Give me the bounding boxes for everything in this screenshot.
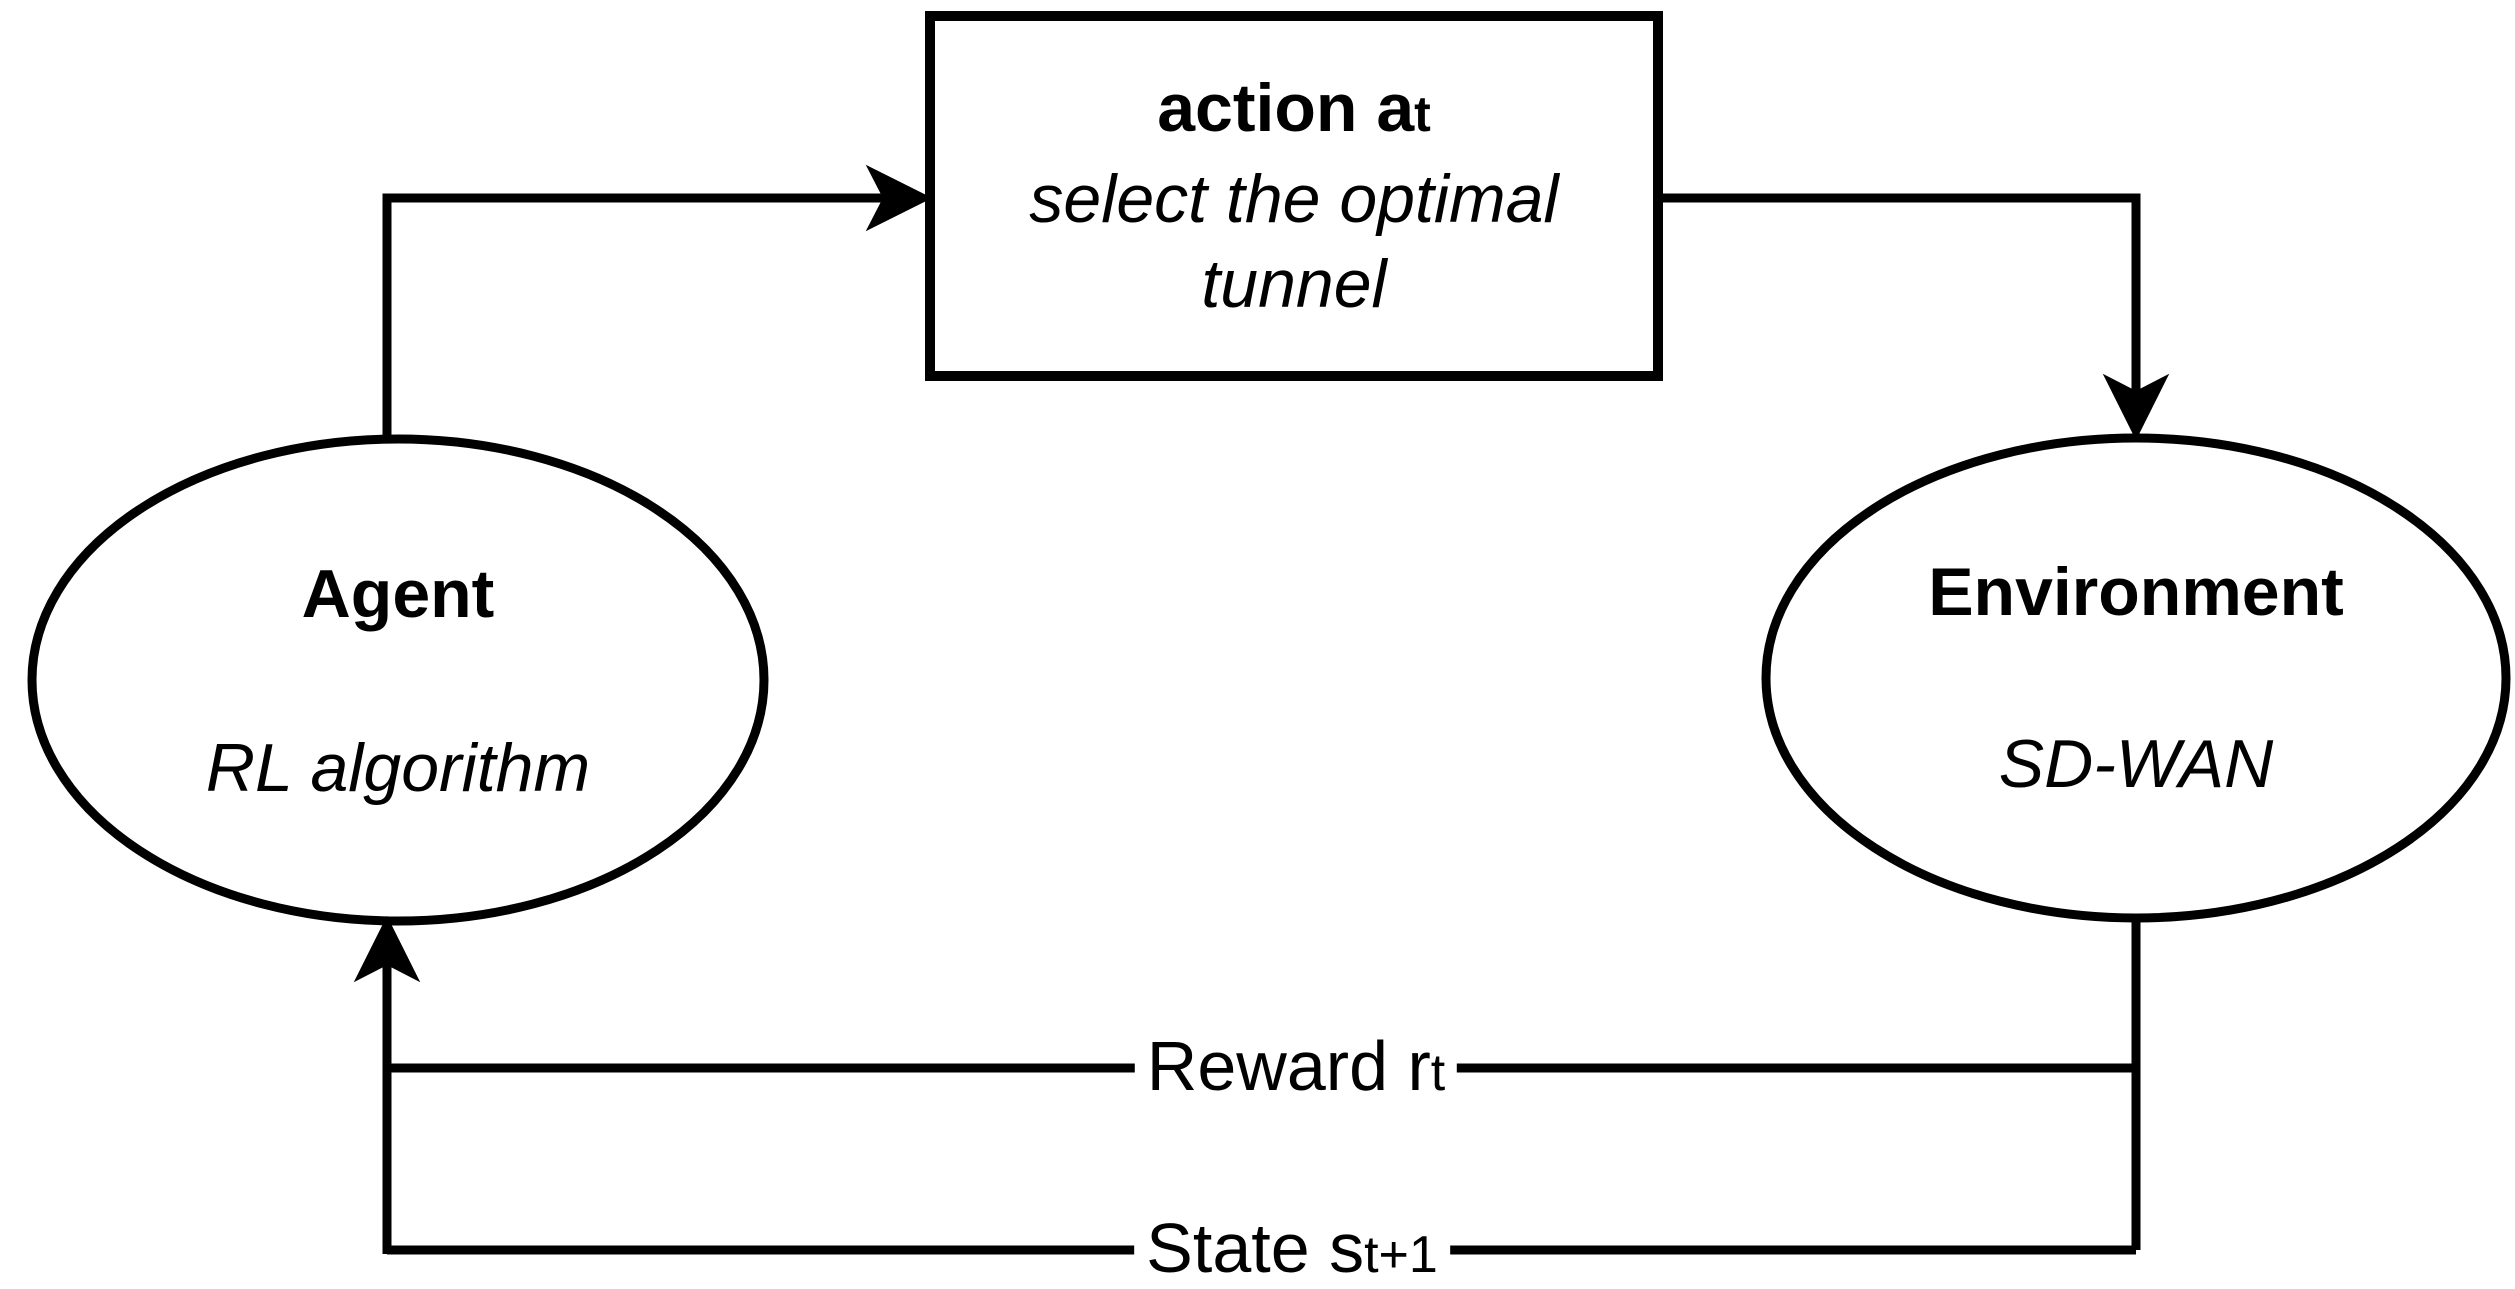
agent-to-action-connector — [382, 193, 890, 445]
reward-label: Reward rt — [1134, 1031, 1458, 1102]
environment-ellipse — [1761, 433, 2511, 923]
action-description: select the optimal tunnel — [1029, 160, 1559, 322]
action-title-main: action a — [1157, 69, 1415, 146]
action-box-label: action at select the optimal tunnel — [930, 16, 1658, 376]
agent-subtitle: RL algorithm — [205, 730, 591, 806]
agent-title: Agent — [301, 556, 495, 632]
state-label-subscript: t+1 — [1364, 1226, 1438, 1284]
environment-subtitle: SD-WAN — [1998, 726, 2274, 802]
arrowhead-right-icon — [865, 164, 933, 232]
agent-ellipse — [27, 434, 769, 926]
action-box-rect — [925, 11, 1663, 381]
state-label: State st+1 — [1134, 1213, 1450, 1283]
reward-label-main: Reward r — [1146, 1027, 1431, 1105]
state-label-main: State s — [1146, 1209, 1365, 1287]
arrowhead-down-icon — [2102, 373, 2170, 441]
action-to-environment-connector — [1658, 193, 2141, 398]
environment-title: Environment — [1928, 554, 2344, 630]
reward-label-subscript: t — [1430, 1044, 1446, 1102]
action-title: action at — [1157, 66, 1431, 157]
action-title-subscript: t — [1414, 85, 1431, 142]
arrowhead-up-icon — [353, 915, 421, 983]
